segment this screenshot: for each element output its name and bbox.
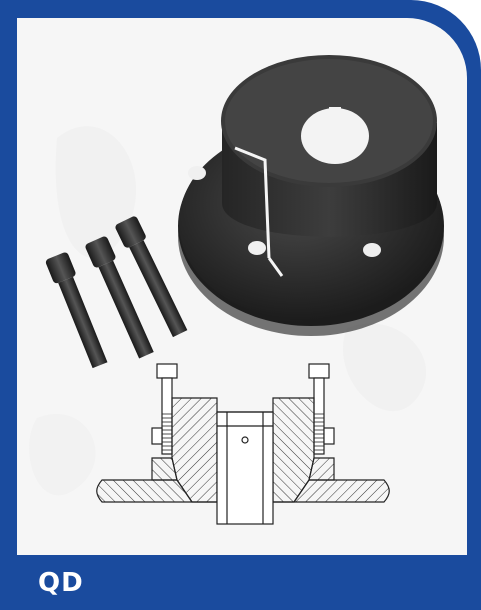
product-label: QD xyxy=(38,568,84,598)
product-image-panel xyxy=(17,18,467,555)
background-texture xyxy=(29,126,427,496)
cross-section-drawing xyxy=(96,363,390,525)
cap-screws-photo xyxy=(45,216,188,369)
product-label-bar: QD xyxy=(0,555,481,610)
qd-bushing-photo xyxy=(178,55,444,336)
